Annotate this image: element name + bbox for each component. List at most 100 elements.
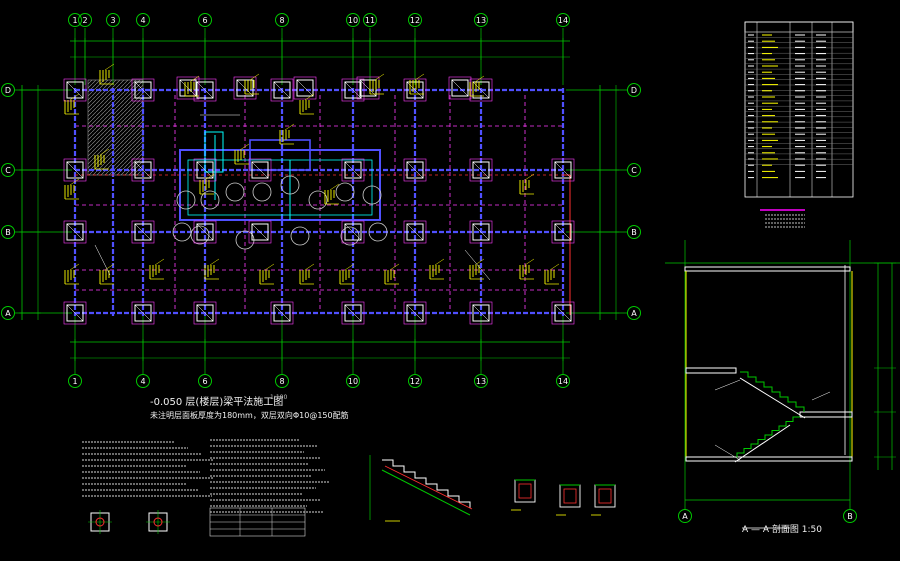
pile-circle bbox=[200, 190, 220, 210]
rebar-leader bbox=[474, 258, 485, 266]
grid-bubble-circle bbox=[843, 509, 857, 523]
column-cross bbox=[66, 81, 84, 99]
column-cross bbox=[196, 81, 214, 99]
column-cross bbox=[66, 223, 84, 241]
grid-bubble-bottom: 8 bbox=[275, 374, 289, 388]
pile-circle bbox=[176, 190, 196, 210]
rebar-annotation bbox=[259, 263, 275, 285]
column-cross bbox=[134, 223, 152, 241]
grid-bubble-label: D bbox=[5, 86, 11, 95]
column-outline bbox=[469, 220, 493, 244]
detail-rebar bbox=[95, 517, 105, 527]
grid-bubble-top: 1 bbox=[68, 13, 82, 27]
column bbox=[134, 304, 152, 322]
column-outline bbox=[341, 158, 365, 182]
grid-bubble-top: 11 bbox=[363, 13, 377, 27]
grid-bubble-circle bbox=[275, 13, 289, 27]
rebar-leader bbox=[344, 263, 355, 271]
rebar-leader bbox=[69, 93, 80, 101]
pile-circle bbox=[235, 230, 255, 250]
column bbox=[134, 161, 152, 179]
section-leader bbox=[714, 444, 741, 461]
column-outline bbox=[193, 301, 217, 325]
rebar-leader bbox=[264, 263, 275, 271]
grid-bubble-label: 3 bbox=[110, 16, 115, 25]
grid-bubble-label: 8 bbox=[279, 16, 284, 25]
column bbox=[344, 81, 362, 99]
grid-bubble-top: 12 bbox=[408, 13, 422, 27]
section-grid-bubble: A bbox=[678, 509, 692, 523]
column-cross bbox=[296, 79, 314, 97]
column-outline bbox=[341, 220, 365, 244]
rebar-leader bbox=[99, 148, 110, 156]
section-leader bbox=[811, 391, 831, 401]
grid-bubble-circle bbox=[678, 509, 692, 523]
pile-circle bbox=[280, 175, 300, 195]
grid-bubble-circle bbox=[136, 374, 150, 388]
rebar-leader bbox=[69, 263, 80, 271]
leader-line bbox=[94, 244, 111, 276]
column-cross bbox=[406, 161, 424, 179]
table-header bbox=[744, 21, 854, 33]
grid-bubble-circle bbox=[556, 13, 570, 27]
grid-bubble-label: B bbox=[631, 228, 637, 237]
grid-bubble-left: D bbox=[1, 83, 15, 97]
column-cross bbox=[196, 161, 214, 179]
grid-bubble-circle bbox=[78, 13, 92, 27]
column-cross bbox=[406, 223, 424, 241]
rebar-annotation bbox=[94, 148, 110, 170]
column-outline bbox=[248, 158, 272, 182]
rebar-leader bbox=[154, 258, 165, 266]
column-outline bbox=[63, 301, 87, 325]
pile-circle bbox=[225, 182, 245, 202]
column bbox=[134, 223, 152, 241]
bottom-slab bbox=[685, 456, 853, 462]
grid-bubble-circle bbox=[1, 83, 15, 97]
column-outline bbox=[270, 301, 294, 325]
column bbox=[296, 79, 314, 97]
grid-bubble-circle bbox=[363, 13, 377, 27]
core-inner bbox=[187, 159, 373, 216]
rebar-leader bbox=[104, 263, 115, 271]
column-cross bbox=[196, 304, 214, 322]
rebar-annotation bbox=[544, 263, 560, 285]
rebar-annotation bbox=[99, 263, 115, 285]
column-outline bbox=[551, 220, 575, 244]
column-outline bbox=[403, 78, 427, 102]
grid-bubble-label: A bbox=[631, 309, 637, 318]
grid-bubble-circle bbox=[346, 13, 360, 27]
pile-circle bbox=[172, 222, 192, 242]
column bbox=[66, 304, 84, 322]
column-cross bbox=[66, 161, 84, 179]
grid-bubble-circle bbox=[627, 225, 641, 239]
column-outline bbox=[63, 220, 87, 244]
column-outline bbox=[293, 76, 317, 100]
column-cross bbox=[134, 304, 152, 322]
column bbox=[554, 304, 572, 322]
rebar-leader bbox=[524, 258, 535, 266]
grid-bubble-bottom: 12 bbox=[408, 374, 422, 388]
column bbox=[66, 81, 84, 99]
column-outline bbox=[131, 78, 155, 102]
rebar-leader bbox=[239, 143, 250, 151]
grid-bubble-label: C bbox=[5, 166, 11, 175]
column-outline bbox=[448, 76, 472, 100]
upper-flight-slab bbox=[739, 377, 806, 419]
grid-bubble-top: 2 bbox=[78, 13, 92, 27]
column bbox=[472, 223, 490, 241]
section-grid-bubble: B bbox=[843, 509, 857, 523]
column-outline bbox=[551, 301, 575, 325]
rebar-leader bbox=[249, 73, 260, 81]
rebar-annotation bbox=[64, 178, 80, 200]
column-cross bbox=[554, 304, 572, 322]
grid-bubble-circle bbox=[1, 225, 15, 239]
beam-detail bbox=[514, 479, 536, 503]
grid-bubble-bottom: 1 bbox=[68, 374, 82, 388]
column bbox=[251, 223, 269, 241]
rebar-annotation bbox=[299, 93, 315, 115]
grid-bubble-circle bbox=[68, 374, 82, 388]
grid-bubble-label: B bbox=[5, 228, 11, 237]
column bbox=[344, 304, 362, 322]
column-outline bbox=[341, 78, 365, 102]
rebar-annotation bbox=[99, 63, 115, 85]
